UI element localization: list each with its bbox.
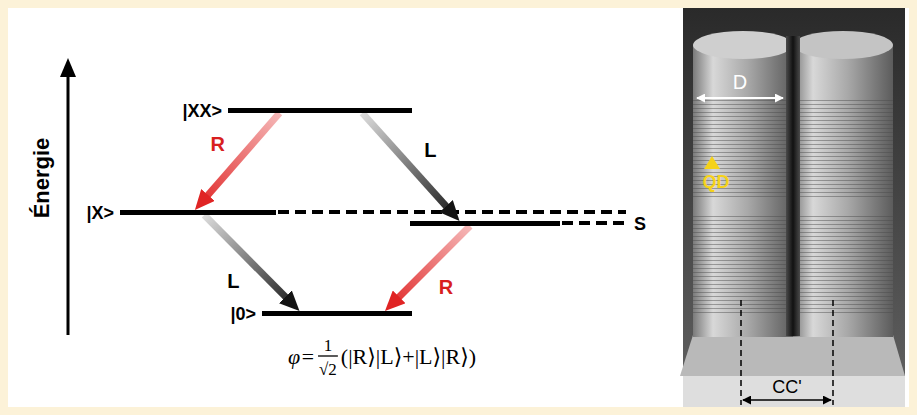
- fraction-bar: [318, 355, 338, 356]
- transition-arrow: [362, 113, 452, 214]
- fraction-denominator: √2: [319, 361, 337, 378]
- micropillar-photo: [680, 8, 905, 407]
- level-label: |X>: [86, 204, 120, 222]
- level-label: |0>: [230, 305, 262, 323]
- fraction-numerator: 1: [324, 337, 333, 354]
- dimension-label: CC': [772, 378, 801, 396]
- dimension-label: D: [733, 72, 747, 92]
- energy-level: |X>: [120, 210, 276, 215]
- polarization-label: L: [424, 140, 436, 160]
- formula-text: φ=: [288, 346, 315, 368]
- energy-level: S: [410, 221, 560, 226]
- level-label: |XX>: [182, 102, 228, 120]
- energy-level: |XX>: [228, 108, 412, 113]
- transition-arrow: [201, 113, 279, 202]
- transition-arrow: [204, 215, 292, 304]
- level-label: S: [634, 215, 646, 233]
- polarization-label: L: [227, 271, 239, 291]
- energy-axis: [60, 58, 76, 335]
- polarization-label: R: [210, 134, 224, 154]
- transition-arrow: [392, 226, 470, 304]
- axis-label: Énergie: [31, 138, 53, 219]
- polarization-label: R: [439, 277, 453, 297]
- formula-text: (|R⟩|L⟩+|L⟩|R⟩): [341, 346, 476, 368]
- quantum-dot-label: QD: [703, 173, 730, 191]
- energy-level: |0>: [262, 311, 412, 316]
